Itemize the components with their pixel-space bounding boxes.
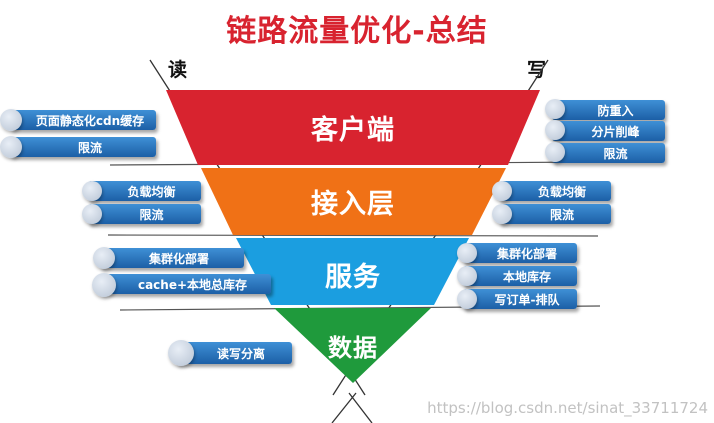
- write-service-cluster: 集群化部署: [463, 243, 577, 263]
- write-label: 写: [527, 59, 547, 81]
- bottom-line-right: [348, 392, 373, 423]
- read-access-load-balance: 负载均衡: [88, 181, 201, 201]
- tier-client-shape: [166, 90, 540, 165]
- write-access-load-balance: 负载均衡: [499, 181, 611, 201]
- bullet-icon: [168, 340, 194, 366]
- bullet-icon: [0, 136, 22, 158]
- write-service-order-queue: 写订单-排队: [463, 289, 577, 309]
- watermark: https://blog.csdn.net/sinat_33711724: [427, 399, 708, 417]
- bullet-icon: [492, 181, 512, 201]
- write-client-peak-shaving: 分片削峰: [552, 121, 665, 141]
- page-title: 链路流量优化-总结: [226, 14, 488, 49]
- bullet-icon: [492, 204, 512, 224]
- bullet-icon: [0, 109, 22, 131]
- tier-client-label: 客户端: [311, 115, 395, 146]
- tier-access-shape: [201, 168, 506, 235]
- tier-access-label: 接入层: [311, 189, 395, 220]
- bullet-icon: [92, 273, 116, 297]
- read-client-cdn-cache: 页面静态化cdn缓存: [10, 110, 156, 130]
- bullet-icon: [545, 99, 565, 119]
- read-label: 读: [168, 59, 188, 81]
- tier-data-label: 数据: [328, 334, 378, 362]
- bullet-icon: [457, 243, 477, 263]
- read-service-cache-inventory: cache+本地总库存: [100, 274, 271, 294]
- bullet-icon: [82, 181, 102, 201]
- tier-data-shape: [274, 308, 431, 383]
- bullet-icon: [457, 266, 477, 286]
- bullet-icon: [457, 289, 477, 309]
- bullet-icon: [545, 120, 565, 140]
- read-client-rate-limit: 限流: [10, 137, 156, 157]
- bottom-line-left: [331, 392, 357, 423]
- write-client-rate-limit: 限流: [552, 143, 665, 163]
- bullet-icon: [545, 142, 565, 162]
- bullet-icon: [82, 204, 102, 224]
- tier-service-shape: [236, 238, 469, 305]
- separator-2: [107, 234, 599, 237]
- read-service-cluster: 集群化部署: [100, 248, 244, 268]
- tier-service-label: 服务: [325, 262, 381, 293]
- write-service-local-inventory: 本地库存: [463, 266, 577, 286]
- read-access-rate-limit: 限流: [88, 204, 201, 224]
- write-client-anti-reentry: 防重入: [552, 100, 665, 120]
- bullet-icon: [93, 247, 115, 269]
- write-access-rate-limit: 限流: [499, 204, 611, 224]
- read-data-rw-split: 读写分离: [176, 342, 292, 364]
